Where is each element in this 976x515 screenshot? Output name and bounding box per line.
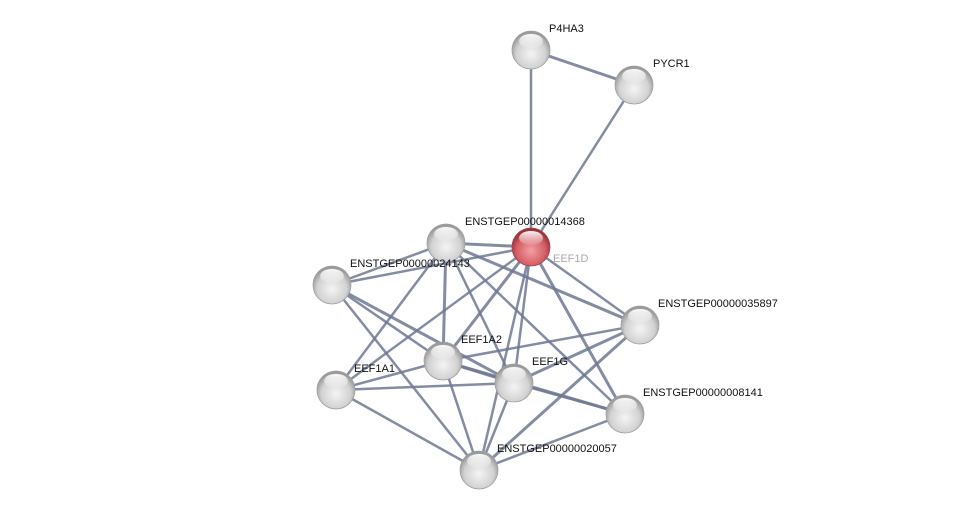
- node-highlight: [467, 454, 491, 468]
- node-label: ENSTGEP00000035897: [658, 298, 778, 310]
- node-enstgep00000024143[interactable]: [312, 265, 352, 305]
- node-highlight: [519, 34, 543, 48]
- node-eef1g[interactable]: [494, 363, 534, 403]
- edge-pycr1-eef1d[interactable]: [529, 83, 636, 249]
- node-ghost-label: EEF1D: [553, 253, 589, 265]
- node-highlight: [502, 367, 526, 381]
- edge-eef1d-eef1a2[interactable]: [441, 245, 533, 363]
- edge-eef1d-enstgep00000020057[interactable]: [477, 245, 533, 472]
- node-p4ha3[interactable]: [511, 30, 551, 70]
- edge-eef1g-enstgep00000035897[interactable]: [512, 323, 642, 385]
- edge-eef1a1-eef1g[interactable]: [334, 381, 516, 392]
- node-enstgep00000014368[interactable]: [426, 223, 466, 263]
- node-highlight: [628, 309, 652, 323]
- edge-enstgep00000014368-eef1a2[interactable]: [441, 241, 448, 363]
- node-highlight: [431, 345, 455, 359]
- edge-enstgep00000014368-enstgep00000024143[interactable]: [330, 241, 448, 287]
- edge-eef1d-enstgep00000035897[interactable]: [529, 245, 642, 327]
- edge-enstgep00000014368-enstgep00000008141[interactable]: [444, 241, 627, 416]
- node-eef1d[interactable]: [511, 227, 551, 267]
- edge-enstgep00000024143-eef1g[interactable]: [330, 283, 516, 385]
- node-enstgep00000008141[interactable]: [605, 394, 645, 434]
- edge-eef1d-enstgep00000024143[interactable]: [330, 245, 533, 287]
- edge-eef1a2-enstgep00000035897[interactable]: [441, 323, 642, 363]
- node-enstgep00000035897[interactable]: [620, 305, 660, 345]
- edge-eef1a1-enstgep00000020057[interactable]: [334, 388, 481, 472]
- node-label: PYCR1: [653, 58, 690, 70]
- node-eef1a1[interactable]: [316, 370, 356, 410]
- node-label: ENSTGEP00000020057: [497, 443, 617, 455]
- node-eef1a2[interactable]: [423, 341, 463, 381]
- node-highlight: [622, 69, 646, 83]
- node-highlight: [320, 269, 344, 283]
- node-highlight: [613, 398, 637, 412]
- node-enstgep00000020057[interactable]: [459, 450, 499, 490]
- node-label: EEF1A2: [461, 334, 502, 346]
- node-label: EEF1G: [532, 356, 568, 368]
- edge-eef1d-eef1a1[interactable]: [334, 245, 533, 392]
- edge-enstgep00000008141-enstgep00000020057[interactable]: [477, 412, 627, 472]
- node-label: ENSTGEP00000008141: [643, 387, 763, 399]
- edge-enstgep00000024143-eef1a2[interactable]: [330, 283, 445, 363]
- edge-eef1d-enstgep00000008141[interactable]: [529, 245, 627, 416]
- edge-enstgep00000014368-enstgep00000035897[interactable]: [444, 241, 642, 327]
- node-label: ENSTGEP00000024143: [350, 258, 470, 270]
- node-label: P4HA3: [549, 23, 584, 35]
- node-highlight: [324, 374, 348, 388]
- node-label: ENSTGEP00000014368: [465, 216, 585, 228]
- edge-enstgep00000035897-enstgep00000020057[interactable]: [477, 323, 642, 472]
- node-label: EEF1A1: [354, 363, 395, 375]
- edge-enstgep00000014368-eef1g[interactable]: [444, 241, 516, 385]
- node-highlight: [434, 227, 458, 241]
- edge-enstgep00000024143-enstgep00000020057[interactable]: [330, 283, 481, 472]
- node-highlight: [519, 231, 543, 245]
- node-pycr1[interactable]: [614, 65, 654, 105]
